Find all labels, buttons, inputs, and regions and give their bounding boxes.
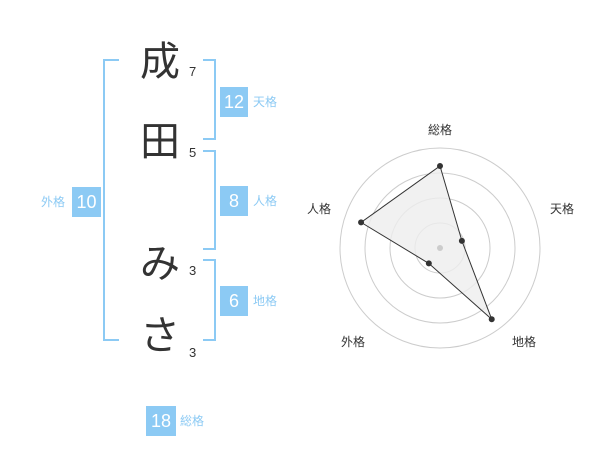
gaikaku-value: 10 — [72, 187, 101, 217]
gaikaku-bracket — [103, 59, 119, 341]
radar-label-chikaku: 地格 — [512, 334, 536, 349]
stroke-count-2: 5 — [189, 145, 197, 160]
jinkaku-label: 人格 — [253, 194, 278, 208]
tenkaku-label: 天格 — [253, 95, 278, 109]
radar-point — [458, 237, 465, 244]
soukaku-label: 総格 — [180, 414, 205, 428]
name-char-3: み — [140, 241, 180, 287]
radar-label-jinkaku: 人格 — [307, 201, 331, 216]
radar-points — [358, 163, 495, 323]
radar-ring — [339, 147, 541, 349]
gaikaku-label: 外格 — [41, 195, 66, 209]
radar-center-dot — [437, 245, 443, 251]
chikaku-bracket — [203, 259, 216, 341]
chikaku-label: 地格 — [253, 294, 278, 308]
radar-point — [425, 260, 432, 267]
fortune-radar-chart: 総格 天格 地格 外格 人格 — [307, 122, 574, 349]
radar-label-soukaku: 総格 — [428, 122, 452, 137]
name-char-2: 田 — [140, 119, 180, 165]
tenkaku-bracket — [203, 59, 216, 140]
chikaku-value: 6 — [220, 286, 248, 316]
jinkaku-bracket — [203, 150, 216, 250]
radar-label-tenkaku: 天格 — [550, 201, 574, 216]
soukaku-value: 18 — [146, 406, 176, 436]
radar-point — [488, 316, 495, 323]
radar-label-gaikaku: 外格 — [341, 334, 365, 349]
name-char-1: 成 — [140, 39, 180, 85]
stroke-count-3: 3 — [189, 263, 197, 278]
radar-data-area — [360, 165, 493, 320]
name-char-4: さ — [140, 313, 180, 359]
radar-point — [437, 163, 443, 169]
stroke-count-4: 3 — [189, 345, 197, 360]
tenkaku-value: 12 — [220, 87, 248, 117]
stroke-count-1: 7 — [189, 64, 197, 79]
jinkaku-value: 8 — [220, 186, 248, 216]
radar-point — [358, 219, 365, 226]
